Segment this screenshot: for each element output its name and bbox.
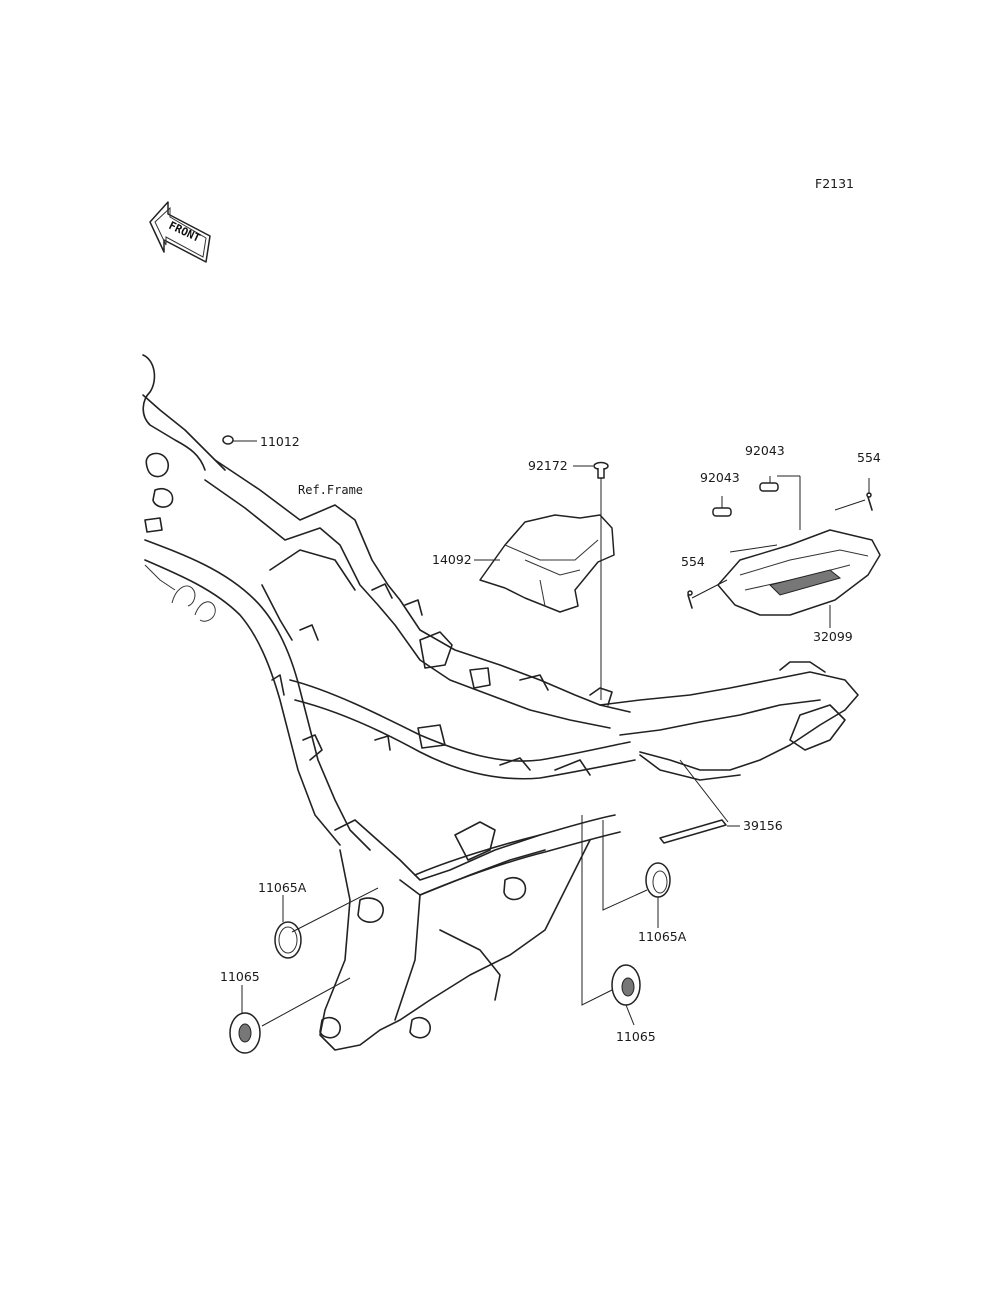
part-92043-pin-a-shape xyxy=(712,507,732,517)
part-39156-shape xyxy=(659,819,727,844)
part-label-554-a[interactable]: 554 xyxy=(681,554,705,569)
part-label-39156[interactable]: 39156 xyxy=(743,818,783,833)
part-label-92043-a[interactable]: 92043 xyxy=(700,470,740,485)
motorcycle-frame xyxy=(142,354,859,1051)
part-label-32099[interactable]: 32099 xyxy=(813,629,853,644)
part-11065-left-shape xyxy=(229,1012,261,1054)
front-arrow-icon: FRONT xyxy=(149,201,211,263)
part-label-92043-b[interactable]: 92043 xyxy=(745,443,785,458)
diagram-code: F2131 xyxy=(815,176,854,191)
part-label-11065-right[interactable]: 11065 xyxy=(616,1029,656,1044)
part-label-92172[interactable]: 92172 xyxy=(528,458,568,473)
part-label-11065A-right[interactable]: 11065A xyxy=(638,929,687,944)
part-11012-shape xyxy=(222,435,234,445)
part-92172-shape xyxy=(593,461,609,479)
part-label-14092[interactable]: 14092 xyxy=(432,552,472,567)
part-92043-pin-b-shape xyxy=(759,482,779,492)
part-label-11065A-left[interactable]: 11065A xyxy=(258,880,307,895)
part-32099-shape xyxy=(717,529,881,616)
part-554-clip-b-shape xyxy=(866,492,873,511)
part-554-clip-a-shape xyxy=(687,590,693,609)
part-label-554-b[interactable]: 554 xyxy=(857,450,881,465)
part-11065A-left-shape xyxy=(274,921,302,959)
part-11065-right-shape xyxy=(611,964,641,1006)
part-14092-shape xyxy=(479,514,615,613)
part-label-11065-left[interactable]: 11065 xyxy=(220,969,260,984)
leader-lines xyxy=(233,440,870,1027)
part-11065A-right-shape xyxy=(645,862,671,898)
ref-frame-label: Ref.Frame xyxy=(298,483,363,497)
part-label-11012[interactable]: 11012 xyxy=(260,434,300,449)
